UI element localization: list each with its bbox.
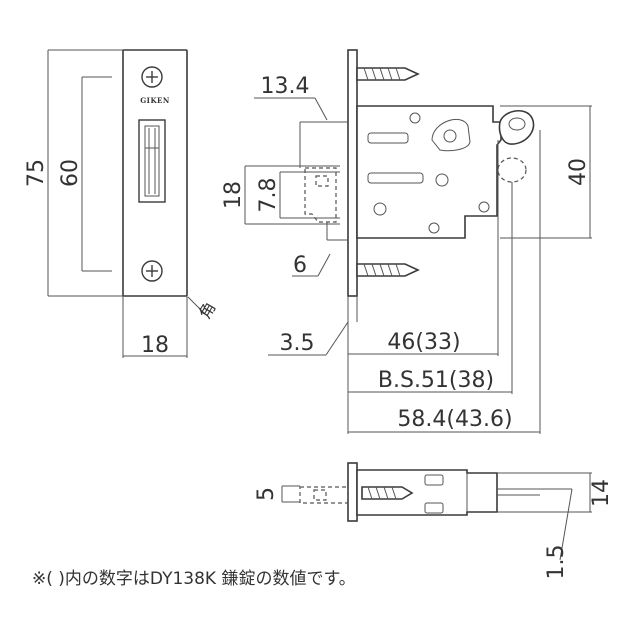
dim-1-5: 1.5 (544, 545, 569, 580)
dim-46-33: 46(33) (387, 330, 460, 355)
side-faceplate (347, 49, 358, 297)
footnote: ※( )内の数字はDY138K 鎌錠の数値です。 (32, 569, 356, 589)
front-view: GIKEN 75 60 18 角 (24, 49, 219, 358)
dim-front-width-18: 18 (141, 333, 169, 358)
bottom-faceplate (347, 462, 358, 522)
bottom-screw-icon (141, 260, 163, 282)
lower-wood-screw-icon (356, 263, 420, 277)
side-view: 13.4 18 7.8 6 40 3.5 46(33) (221, 49, 592, 434)
lock-body (356, 105, 502, 239)
dim-3-5: 3.5 (280, 331, 315, 356)
brand-logo: GIKEN (140, 96, 170, 105)
dim-13-4: 13.4 (261, 74, 310, 99)
dim-40: 40 (566, 158, 591, 186)
top-screw-icon (141, 66, 163, 88)
dim-front-height-75: 75 (24, 159, 49, 187)
dim-14: 14 (589, 479, 614, 507)
bottom-view: 5 14 1.5 (254, 462, 614, 580)
dim-18-latch: 18 (221, 181, 246, 209)
latch-slot (138, 119, 166, 203)
thumbturn-hub (498, 110, 535, 145)
latch-dashed (304, 167, 337, 223)
bottom-wood-screw-icon (361, 486, 414, 500)
cam-hub (431, 118, 471, 152)
body-slot-top (367, 132, 409, 144)
corner-label: 角 (195, 299, 219, 322)
body-slot-mid (367, 172, 424, 184)
dim-58-4: 58.4(43.6) (397, 407, 512, 432)
upper-wood-screw-icon (356, 67, 420, 81)
dim-7-8: 7.8 (256, 178, 281, 213)
dim-backset: B.S.51(38) (378, 368, 494, 393)
dim-5: 5 (254, 487, 279, 501)
dim-6: 6 (293, 253, 307, 278)
dim-screw-spacing-60: 60 (58, 159, 83, 187)
